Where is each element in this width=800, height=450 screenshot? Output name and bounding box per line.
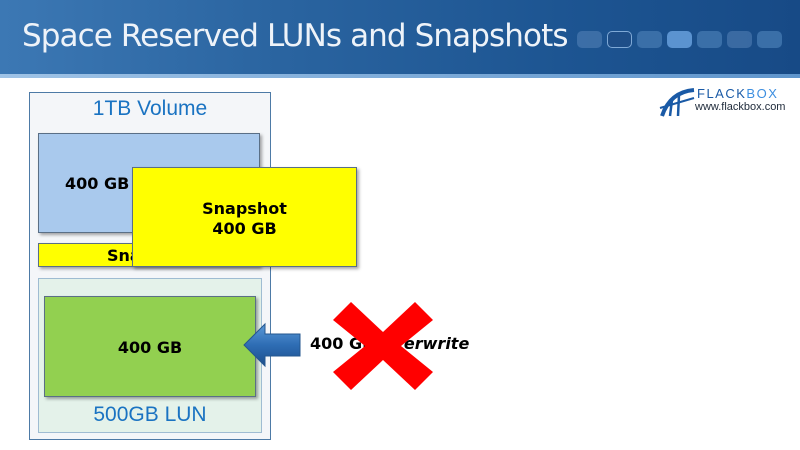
snapshot-popup: Snapshot 400 GB <box>132 167 357 267</box>
snapshot-popup-title: Snapshot <box>202 199 287 218</box>
header-square-5 <box>697 31 722 48</box>
volume-label: 1TB Volume <box>92 97 208 120</box>
arrow-left-icon <box>243 322 301 368</box>
header-square-1 <box>577 31 602 48</box>
volume-data-label: 400 GB <box>65 174 130 193</box>
header-square-3 <box>637 31 662 48</box>
header-square-6 <box>727 31 752 48</box>
slide-title: Space Reserved LUNs and Snapshots <box>22 18 569 54</box>
slide-header: Space Reserved LUNs and Snapshots <box>0 0 800 78</box>
header-square-4 <box>667 31 692 48</box>
lun-label: 500GB LUN <box>93 403 207 426</box>
flackbox-logo: FLACKBOX www.flackbox.com <box>659 84 800 124</box>
lun-data-block: 400 GB <box>44 296 256 397</box>
logo-brand-part2: BOX <box>746 86 779 101</box>
header-square-2 <box>607 31 632 48</box>
logo-brand: FLACKBOX <box>697 86 778 101</box>
lun-data-label: 400 GB <box>117 338 183 357</box>
snapshot-popup-size: 400 GB <box>212 219 277 238</box>
logo-brand-part1: FLACK <box>697 86 747 101</box>
red-x-icon <box>333 302 433 390</box>
logo-url: www.flackbox.com <box>695 101 786 113</box>
header-square-7 <box>757 31 782 48</box>
bridge-icon <box>659 88 695 117</box>
